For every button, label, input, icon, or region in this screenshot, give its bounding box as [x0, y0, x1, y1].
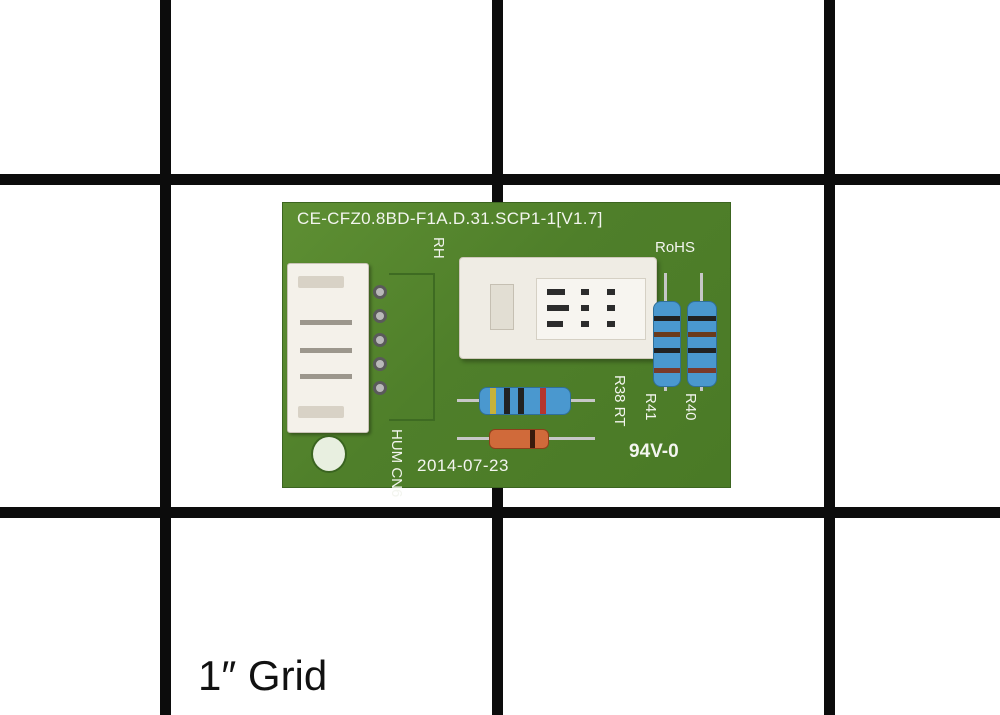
- vent-slot: [581, 289, 589, 295]
- solder-pad: [373, 285, 387, 299]
- r38-rt-label: R38 RT: [611, 375, 628, 427]
- vent-slot: [547, 305, 569, 311]
- solder-pad: [373, 357, 387, 371]
- solder-pad: [373, 309, 387, 323]
- resistor-band: [518, 388, 524, 414]
- connector-cn6: [287, 263, 369, 433]
- rohs-label: RoHS: [655, 239, 696, 256]
- vent-slot: [547, 321, 563, 327]
- resistor-band: [654, 332, 680, 337]
- resistor-band: [654, 316, 680, 321]
- grid-scale-label: 1″ Grid: [198, 652, 328, 699]
- vent-slot: [581, 321, 589, 327]
- resistor-band: [540, 388, 546, 414]
- vent-slot: [547, 289, 565, 295]
- vent-slot: [607, 289, 615, 295]
- resistor-r38: [479, 387, 571, 415]
- resistor-r41: [653, 301, 681, 387]
- solder-pad: [373, 333, 387, 347]
- hum-cn6-label: HUM CN6: [388, 429, 405, 498]
- grid-line-horizontal-1: [0, 174, 1000, 185]
- resistor-band: [504, 388, 510, 414]
- sensor-vent-grill: [536, 278, 646, 340]
- board-part-number: CE-CFZ0.8BD-F1A.D.31.SCP1-1[V1.7]: [297, 209, 603, 228]
- r40-label: R40: [682, 393, 699, 421]
- vent-slot: [581, 305, 589, 311]
- vent-slot: [607, 321, 615, 327]
- resistor-band: [688, 348, 716, 353]
- pcb-traces: [389, 273, 435, 421]
- mounting-hole: [311, 435, 347, 473]
- diode-band: [530, 430, 535, 448]
- connector-pin: [300, 374, 352, 379]
- connector-slot: [298, 406, 344, 418]
- thermistor-rt: [489, 429, 549, 449]
- sensor-tab: [490, 284, 514, 330]
- resistor-band: [490, 388, 496, 414]
- rh-label: RH: [430, 237, 447, 259]
- grid-line-vertical-3: [824, 0, 835, 715]
- grid-line-vertical-1: [160, 0, 171, 715]
- resistor-band: [654, 368, 680, 373]
- resistor-band: [688, 332, 716, 337]
- resistor-band: [654, 348, 680, 353]
- resistor-band: [688, 368, 716, 373]
- connector-pin: [300, 320, 352, 325]
- flammability-rating: 94V-0: [629, 441, 679, 462]
- connector-pin: [300, 348, 352, 353]
- vent-slot: [607, 305, 615, 311]
- humidity-sensor-board: CE-CFZ0.8BD-F1A.D.31.SCP1-1[V1.7] RoHS R…: [282, 202, 731, 497]
- resistor-r40: [687, 301, 717, 387]
- humidity-sensor: [459, 257, 657, 359]
- board-date: 2014-07-23: [417, 456, 509, 475]
- grid-line-horizontal-2: [0, 507, 1000, 518]
- r41-label: R41: [642, 393, 659, 421]
- connector-slot: [298, 276, 344, 288]
- solder-pad: [373, 381, 387, 395]
- resistor-band: [688, 316, 716, 321]
